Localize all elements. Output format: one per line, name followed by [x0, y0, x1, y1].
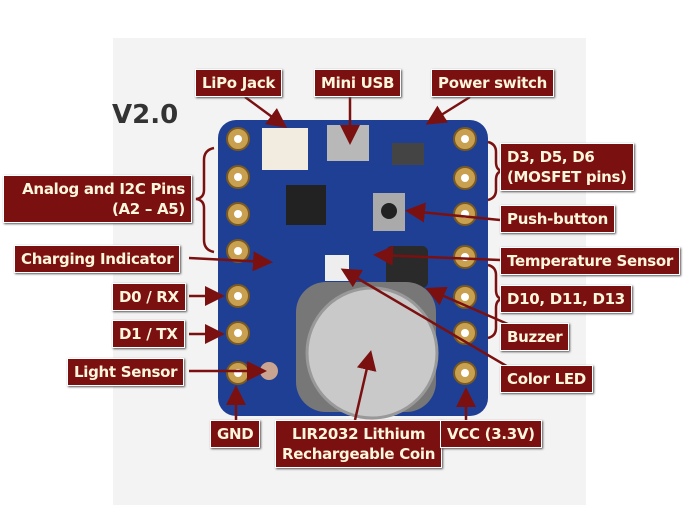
analog-line2: (A2 – A5) — [111, 200, 185, 218]
label-analog-pins: Analog and I2C Pins (A2 – A5) — [3, 175, 192, 223]
arrows — [188, 95, 511, 421]
coin-line1: LIR2032 Lithium — [291, 425, 426, 443]
label-push-button: Push-button — [500, 205, 615, 233]
label-lipo-jack: LiPo Jack — [195, 69, 283, 97]
label-buzzer: Buzzer — [500, 323, 570, 351]
light-sensor — [260, 362, 278, 380]
label-charging-indicator: Charging Indicator — [14, 245, 181, 273]
mosfet-line1: D3, D5, D6 — [507, 148, 595, 166]
label-power-switch: Power switch — [431, 69, 555, 97]
color-led — [325, 255, 349, 281]
buzzer — [386, 246, 428, 288]
usb-connector — [327, 125, 369, 161]
pad-holes — [234, 135, 469, 377]
label-color-led: Color LED — [500, 365, 593, 393]
coin-line2: Rechargeable Coin — [282, 445, 436, 463]
label-mosfet-pins: D3, D5, D6 (MOSFET pins) — [500, 143, 634, 191]
coin-battery — [305, 286, 439, 420]
label-d10-d11-d13: D10, D11, D13 — [500, 285, 632, 313]
mosfet-line2: (MOSFET pins) — [507, 168, 627, 186]
label-vcc: VCC (3.3V) — [440, 420, 542, 448]
label-d0-rx: D0 / RX — [112, 283, 186, 311]
label-temperature-sensor: Temperature Sensor — [500, 247, 681, 275]
label-gnd: GND — [210, 420, 261, 448]
power-switch — [392, 143, 424, 165]
label-d1-tx: D1 / TX — [112, 320, 185, 348]
microcontroller — [286, 185, 326, 225]
label-light-sensor: Light Sensor — [67, 358, 185, 386]
lipo-connector — [262, 128, 308, 170]
version-label: V2.0 — [112, 100, 179, 130]
label-mini-usb: Mini USB — [314, 69, 402, 97]
analog-line1: Analog and I2C Pins — [22, 180, 185, 198]
